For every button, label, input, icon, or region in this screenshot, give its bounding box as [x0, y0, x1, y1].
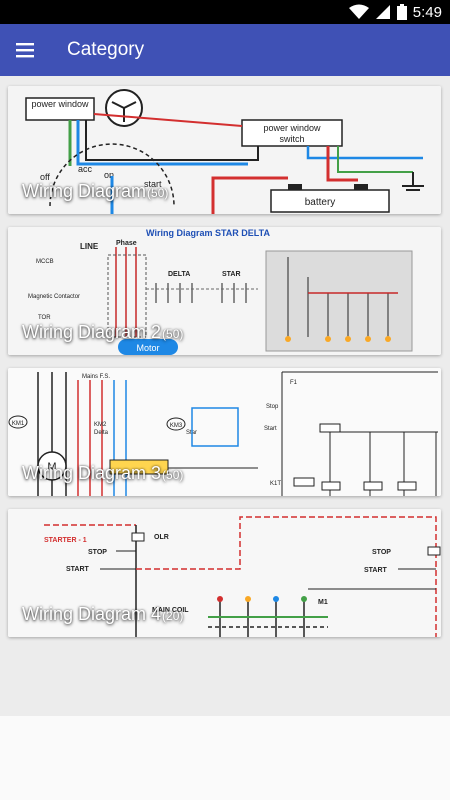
category-label: Wiring Diagram(50) — [22, 181, 168, 202]
svg-text:Phase: Phase — [116, 240, 137, 247]
svg-text:K1T: K1T — [270, 481, 281, 487]
category-card-wiring-diagram[interactable]: power window power window switch battery… — [8, 86, 441, 214]
svg-text:OLR: OLR — [154, 534, 169, 541]
svg-text:switch: switch — [279, 134, 304, 144]
svg-text:START: START — [66, 566, 90, 573]
signal-icon — [375, 5, 390, 19]
svg-text:battery: battery — [305, 197, 336, 208]
category-card-wiring-diagram-2[interactable]: Wiring Diagram STAR DELTA Phase LINE MCC… — [8, 227, 441, 355]
svg-text:KM2: KM2 — [94, 422, 107, 428]
category-label: Wiring Diagram 2(50) — [22, 322, 183, 343]
svg-text:TOR: TOR — [38, 315, 51, 321]
svg-text:power window: power window — [263, 123, 321, 133]
svg-text:DELTA: DELTA — [168, 271, 190, 278]
svg-text:F1: F1 — [290, 380, 298, 386]
svg-text:Stop: Stop — [266, 404, 279, 410]
svg-text:off: off — [40, 172, 50, 182]
bottom-area — [0, 716, 450, 800]
category-label: Wiring Diagram 4(20) — [22, 604, 183, 625]
battery-icon — [396, 4, 407, 20]
status-bar: 5:49 — [0, 0, 450, 24]
svg-text:KM3: KM3 — [170, 423, 183, 429]
svg-text:M: M — [47, 461, 56, 473]
category-count: (50) — [162, 327, 184, 341]
svg-text:Wiring Diagram STAR DELTA: Wiring Diagram STAR DELTA — [146, 228, 270, 238]
wifi-icon — [348, 4, 369, 19]
svg-text:STAR: STAR — [222, 271, 241, 278]
category-count: (50) — [147, 186, 169, 200]
svg-text:LINE: LINE — [80, 242, 99, 251]
status-time: 5:49 — [412, 3, 442, 21]
category-card-wiring-diagram-3[interactable]: Mains F.S. KM1 KM2 Delta KM3 Star M F1 S… — [8, 368, 441, 496]
svg-text:on: on — [104, 170, 114, 180]
svg-text:STOP: STOP — [372, 549, 391, 556]
svg-text:Mains F.S.: Mains F.S. — [82, 374, 110, 380]
app-bar: Category — [0, 24, 450, 76]
wiring-diagram-3-thumbnail: Mains F.S. KM1 KM2 Delta KM3 Star M F1 S… — [8, 368, 441, 496]
svg-text:STARTER - 1: STARTER - 1 — [44, 537, 87, 544]
category-card-wiring-diagram-4[interactable]: STARTER - 1 OLR STOP START STOP START MA… — [8, 509, 441, 637]
svg-text:MAIN COIL: MAIN COIL — [152, 607, 189, 614]
wiring-diagram-4-thumbnail: STARTER - 1 OLR STOP START STOP START MA… — [8, 509, 441, 637]
status-icons: 5:49 — [348, 0, 442, 24]
svg-text:acc: acc — [78, 164, 93, 174]
svg-text:Delta: Delta — [94, 430, 109, 436]
category-count: (20) — [162, 609, 184, 623]
hamburger-menu-icon — [16, 43, 34, 58]
page-title: Category — [67, 39, 145, 60]
svg-text:MCCB: MCCB — [36, 259, 54, 265]
svg-text:Motor: Motor — [136, 343, 159, 353]
category-list: power window power window switch battery… — [0, 76, 450, 716]
svg-text:Magnetic Contactor: Magnetic Contactor — [28, 294, 80, 300]
svg-text:Start: Start — [264, 426, 277, 432]
wiring-diagram-thumbnail: power window power window switch battery… — [8, 86, 441, 214]
svg-text:START: START — [364, 567, 388, 574]
svg-text:STOP: STOP — [88, 549, 107, 556]
menu-button[interactable] — [10, 34, 42, 66]
svg-text:start: start — [144, 179, 162, 189]
category-count: (50) — [162, 468, 184, 482]
svg-text:M1: M1 — [318, 599, 328, 606]
category-name: Wiring Diagram 2 — [22, 322, 162, 342]
category-name: Wiring Diagram 4 — [22, 604, 162, 624]
category-name: Wiring Diagram 3 — [22, 463, 162, 483]
svg-text:KM1: KM1 — [12, 421, 25, 427]
wiring-diagram-2-thumbnail: Wiring Diagram STAR DELTA Phase LINE MCC… — [8, 227, 441, 355]
svg-text:power window: power window — [31, 99, 89, 109]
category-label: Wiring Diagram 3(50) — [22, 463, 183, 484]
category-name: Wiring Diagram — [22, 181, 147, 201]
